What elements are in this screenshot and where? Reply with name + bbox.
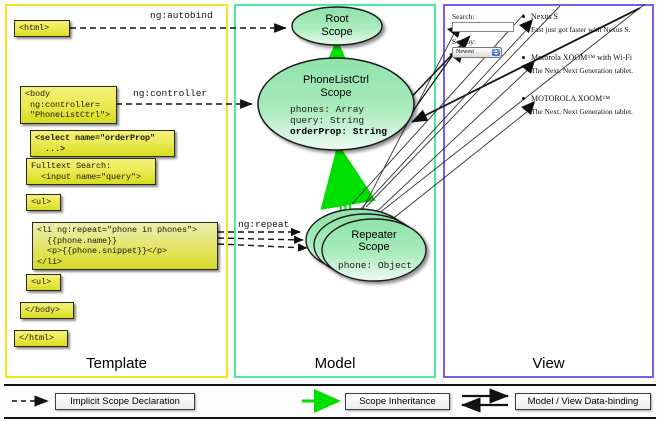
panel-template-label: Template: [86, 355, 147, 372]
search-label: Search:: [452, 12, 475, 21]
wire-repeater-to-view: [331, 3, 646, 257]
scope-phonelistctrl: PhoneListCtrl Scope phones: Array query:…: [257, 57, 415, 151]
phone-snippet: Fast just got faster with Nexus S.: [531, 25, 631, 34]
sort-label: Sort by:: [452, 37, 476, 46]
scope-repeater-title-0: Repeater: [351, 229, 397, 241]
code-box-body-controller[interactable]: <body ng:controller= "PhoneListCtrl">: [20, 86, 117, 124]
panel-view: View: [443, 4, 654, 378]
legend-label-model-view-databinding: Model / View Data-binding: [515, 393, 651, 410]
legend-label-scope-inheritance: Scope Inheritance: [345, 393, 450, 410]
scope-root: Root Scope: [291, 6, 383, 46]
sort-select-value: Newest: [456, 49, 474, 55]
scope-root-title-1: Scope: [321, 26, 352, 38]
bullet-icon: [522, 15, 525, 18]
scope-phonelistctrl-title-1: Scope: [320, 87, 351, 99]
panel-view-label: View: [532, 355, 565, 372]
sort-select[interactable]: Newest: [452, 47, 502, 58]
legend-label-implicit-scope-declaration: Implicit Scope Declaration: [55, 393, 195, 410]
wire-ng-repeat: [217, 227, 308, 252]
legend-divider-top: [4, 384, 656, 386]
edge-label-ng-repeat: ng:repeat: [238, 219, 290, 230]
code-box-body-close[interactable]: </body>: [20, 302, 74, 319]
code-box-li-ng-repeat[interactable]: <li ng:repeat="phone in phones"> {{phone…: [32, 222, 218, 270]
scope-phonelistctrl-prop-0: phones: Array: [290, 104, 364, 115]
code-box-select-orderprop[interactable]: <select name="orderProp" ...>: [30, 130, 175, 157]
code-box-ul-open[interactable]: <ul>: [26, 194, 61, 211]
search-input[interactable]: [452, 22, 514, 32]
code-box-html-open[interactable]: <html>: [14, 20, 70, 37]
legend-divider-bottom: [4, 417, 656, 419]
phone-name: Motorola XOOM™ with Wi-Fi: [531, 53, 632, 62]
scope-repeater-title-1: Scope: [358, 241, 389, 253]
edge-label-ng-autobind: ng:autobind: [150, 10, 213, 21]
scope-phonelistctrl-prop-1: query: String: [290, 115, 364, 126]
scope-phonelistctrl-title-0: PhoneListCtrl: [303, 74, 369, 86]
wire-scope-inheritance: [317, 39, 376, 215]
chevron-updown-icon[interactable]: [492, 49, 500, 56]
phone-snippet: The Next, Next Generation tablet.: [531, 107, 634, 116]
edge-label-ng-controller: ng:controller: [133, 88, 208, 99]
legend-glyph-double: [460, 388, 510, 413]
code-box-ul-close[interactable]: <ul>: [26, 274, 61, 291]
bullet-icon: [522, 56, 525, 59]
scope-phonelistctrl-prop-2: orderProp: String: [290, 126, 387, 137]
scope-repeater-prop-0: phone: Object: [338, 260, 412, 271]
legend: Implicit Scope Declaration Scope Inherit…: [0, 390, 660, 418]
phone-name: MOTOROLA XOOM™: [531, 94, 611, 103]
scope-root-title-0: Root: [325, 13, 348, 25]
view-rendered-output: Search: Sort by: Newest Nexus S Fast jus…: [452, 12, 648, 132]
phone-snippet: The Next, Next Generation tablet.: [531, 66, 634, 75]
code-box-fulltext-search[interactable]: Fulltext Search: <input name="query">: [26, 158, 156, 185]
panel-model-label: Model: [314, 355, 356, 372]
code-box-html-close[interactable]: </html>: [14, 330, 68, 347]
scope-repeater: Repeater Scope phone: Object: [321, 218, 427, 282]
bullet-icon: [522, 97, 525, 100]
phone-name: Nexus S: [531, 12, 558, 21]
